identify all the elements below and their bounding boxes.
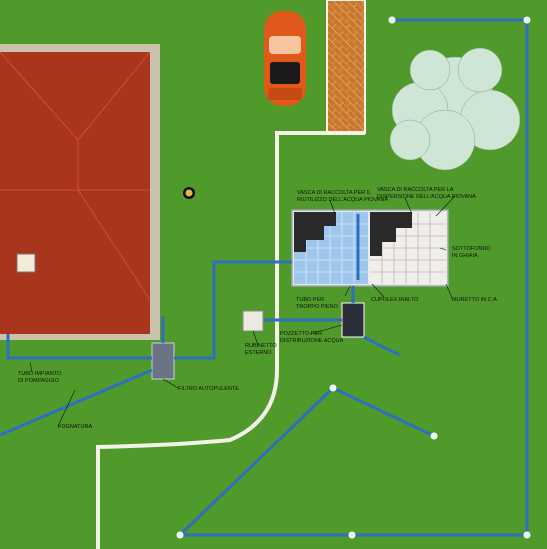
brick-driveway — [326, 0, 366, 134]
leader-lines — [29, 195, 456, 427]
label-overflow-pipe: TUBO PER TROPPO PIENO — [296, 297, 338, 310]
label-gravel-bed: SOTTOFONDO IN GHIAIA — [452, 246, 491, 259]
house-roof — [0, 44, 160, 340]
label-pumping-pipe: TUBO IMPIANTO DI POMPAGGIO — [18, 371, 62, 384]
label-cupolex: CUPOLEX RIALTO — [371, 297, 419, 303]
distribution-pit — [341, 302, 365, 338]
label-self-cleaning-filter: FILTRO AUTOPULENTE — [178, 386, 239, 392]
label-sewer: FOGNATURA — [58, 424, 93, 430]
label-rainwater-reuse-tank: VASCA DI RACCOLTA PER IL RIUTILIZZO DELL… — [297, 190, 389, 203]
path-border — [96, 131, 365, 549]
car — [264, 11, 306, 106]
label-concrete-wall: MURETTO IN C.A. — [452, 297, 499, 303]
label-distribution-pit: POZZETTO PER DISTRIBUZIONE ACQUA — [280, 331, 344, 344]
person-icon — [183, 187, 195, 199]
sprinkler-icons — [176, 16, 531, 539]
label-rainwater-dispersion-tank: VASCA DI RACCOLTA PER LA DISPERSIONE DEL… — [377, 187, 476, 200]
self-cleaning-filter — [151, 342, 175, 380]
skylight — [16, 253, 36, 273]
tree — [389, 47, 521, 171]
rainwater-tanks — [291, 209, 449, 287]
external-tap — [242, 310, 264, 332]
label-external-tap: RUBINETTO ESTERNO — [245, 343, 277, 356]
